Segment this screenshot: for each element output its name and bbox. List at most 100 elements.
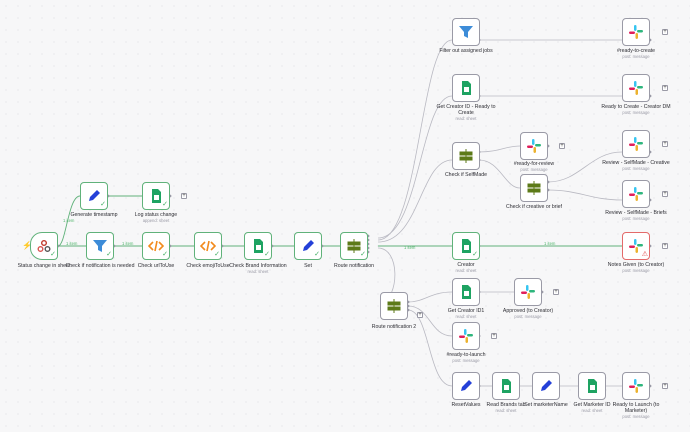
node-label: Check urlToUse [137, 263, 175, 269]
node-creator[interactable]: ✓ [452, 232, 480, 260]
switch-icon [347, 239, 361, 253]
node-route-notification[interactable]: ✓ [340, 232, 368, 260]
success-check-icon: ✓ [162, 251, 168, 258]
node-label: Route notification [333, 263, 375, 269]
switch-icon [459, 149, 473, 163]
node-check-emojitouse[interactable]: ✓ [194, 232, 222, 260]
node-generate-timestamp[interactable]: ✓ [80, 182, 108, 210]
node-check-selfmade[interactable] [452, 142, 480, 170]
sheets-icon [152, 189, 161, 203]
edge-label: 1 item [404, 245, 416, 250]
add-node-button[interactable]: + [662, 243, 668, 249]
add-node-button[interactable]: + [417, 312, 423, 318]
add-node-button[interactable]: + [662, 383, 668, 389]
success-check-icon: ✓ [360, 251, 366, 258]
node-set-marketer-name[interactable] [532, 372, 560, 400]
sheets-icon [462, 239, 471, 253]
add-node-button[interactable]: + [553, 289, 559, 295]
edge-label: 1 item [544, 241, 556, 246]
node-ready-to-create[interactable] [622, 18, 650, 46]
add-node-button[interactable]: + [662, 85, 668, 91]
switch-icon [387, 299, 401, 313]
node-notes-given[interactable]: ⚠ [622, 232, 650, 260]
node-check-creative-brief[interactable] [520, 174, 548, 202]
node-get-creator-id-ready[interactable] [452, 74, 480, 102]
node-label: Approved (to Creator)post: message [502, 308, 554, 320]
slack-icon [629, 187, 643, 201]
node-get-creator-id1[interactable] [452, 278, 480, 306]
add-node-button[interactable]: + [181, 193, 187, 199]
pen-icon [303, 240, 314, 251]
slack-icon [629, 239, 643, 253]
node-filter-assigned-jobs[interactable] [452, 18, 480, 46]
code-icon [148, 240, 164, 252]
node-ready-to-create-dm[interactable] [622, 74, 650, 102]
success-check-icon: ✓ [214, 251, 220, 258]
success-check-icon: ✓ [264, 251, 270, 258]
slack-icon [629, 137, 643, 151]
node-route-notification-2[interactable] [380, 292, 408, 320]
success-check-icon: ✓ [472, 251, 478, 258]
node-label: Check if creative or brief [506, 204, 562, 210]
node-get-marketer-id[interactable] [578, 372, 606, 400]
success-check-icon: ✓ [162, 201, 168, 208]
switch-icon [527, 181, 541, 195]
add-node-button[interactable]: + [559, 143, 565, 149]
node-set[interactable]: ✓ [294, 232, 322, 260]
node-check-brand-information[interactable]: ✓ [244, 232, 272, 260]
add-node-button[interactable]: + [662, 191, 668, 197]
add-node-button[interactable]: + [662, 141, 668, 147]
node-label: Filter out assigned jobs [439, 48, 493, 54]
add-node-button[interactable]: + [491, 333, 497, 339]
node-ready-to-launch-marketer[interactable] [622, 372, 650, 400]
node-log-status-change[interactable]: ✓ [142, 182, 170, 210]
node-label: Check if notification is needed [65, 263, 135, 269]
node-label: Ready to Launch (to Marketer)post: messa… [612, 402, 660, 420]
node-label: Generate timestamp [70, 212, 118, 218]
edge-label: 1 item [63, 218, 75, 223]
node-read-brands-tab[interactable] [492, 372, 520, 400]
success-check-icon: ✓ [50, 251, 56, 258]
node-review-creative[interactable] [622, 130, 650, 158]
node-label: Notes Given (to Creator)post: message [607, 262, 665, 274]
node-status-change[interactable]: ✓ [30, 232, 58, 260]
webhook-icon [37, 240, 51, 252]
node-approved[interactable] [514, 278, 542, 306]
sheets-icon [462, 81, 471, 95]
slack-icon [527, 139, 541, 153]
edge-label: 1 item [122, 241, 134, 246]
slack-icon [629, 379, 643, 393]
node-label: Status change in sheet [17, 263, 71, 269]
success-check-icon: ✓ [106, 251, 112, 258]
node-ready-for-review[interactable] [520, 132, 548, 160]
edge-label: 1 item [66, 241, 78, 246]
sheets-icon [254, 239, 263, 253]
success-check-icon: ✓ [314, 251, 320, 258]
slack-icon [629, 81, 643, 95]
node-label: Check if SelfMade [444, 172, 488, 178]
node-check-urltouse[interactable]: ✓ [142, 232, 170, 260]
node-label: Set marketerName [524, 402, 568, 408]
node-reset-values[interactable] [452, 372, 480, 400]
node-review-briefs[interactable] [622, 180, 650, 208]
node-ready-to-launch[interactable] [452, 322, 480, 350]
node-check-notification[interactable]: ✓ [86, 232, 114, 260]
pen-icon [89, 190, 100, 201]
node-label: ResetValues [451, 402, 481, 408]
code-icon [200, 240, 216, 252]
slack-icon [521, 285, 535, 299]
slack-icon [459, 329, 473, 343]
add-node-button[interactable]: + [662, 29, 668, 35]
